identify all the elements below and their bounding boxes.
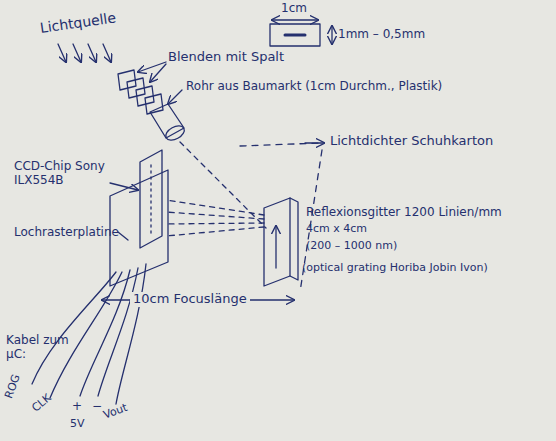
sketch-label: Lichtdichter Schuhkarton (330, 134, 493, 149)
light-path (180, 142, 266, 228)
light-rays (58, 44, 111, 62)
sketch-label: 4cm x 4cm (306, 223, 367, 236)
reflection-grating (264, 198, 298, 286)
sketch-label: Lochrasterplatine (14, 226, 119, 240)
leader-line (168, 90, 182, 104)
sketch-label: 1cm (281, 2, 307, 16)
leader-line (305, 142, 324, 143)
sketch-label: Lichtquelle (39, 9, 117, 36)
ccd-chip (140, 150, 162, 248)
sketch-label: CCD-Chip Sony ILX554B (14, 160, 110, 188)
sketch-label: Blenden mit Spalt (168, 50, 284, 65)
sketch-label: Kabel zum µC: (6, 334, 76, 362)
sketch-label: + (72, 400, 82, 414)
sketch-label: (optical grating Horiba Jobin Ivon) (302, 262, 488, 275)
sketch-label: 10cm Focuslänge (130, 292, 250, 307)
diffracted-rays (166, 200, 264, 236)
sketch-label: CLK (30, 392, 54, 415)
sketch-label: Vout (102, 402, 130, 422)
sketch-label: Rohr aus Baumarkt (1cm Durchm., Plastik) (186, 80, 442, 94)
slit-detail (270, 20, 332, 46)
sketch-label: (200 – 1000 nm) (306, 240, 397, 253)
leader-line (150, 64, 166, 82)
aperture-plates (118, 70, 163, 114)
leader-line (110, 183, 138, 190)
sketch-label: Reflexionsgitter 1200 Linien/mm (306, 206, 502, 220)
plastic-tube (150, 104, 187, 143)
leader-line (138, 62, 166, 72)
sketch-label: 5V (70, 418, 85, 431)
leader-line (118, 232, 128, 240)
sketch-label: 1mm – 0,5mm (338, 28, 425, 42)
sketch-label: ROG (3, 373, 23, 401)
sketch-label: − (92, 400, 102, 414)
